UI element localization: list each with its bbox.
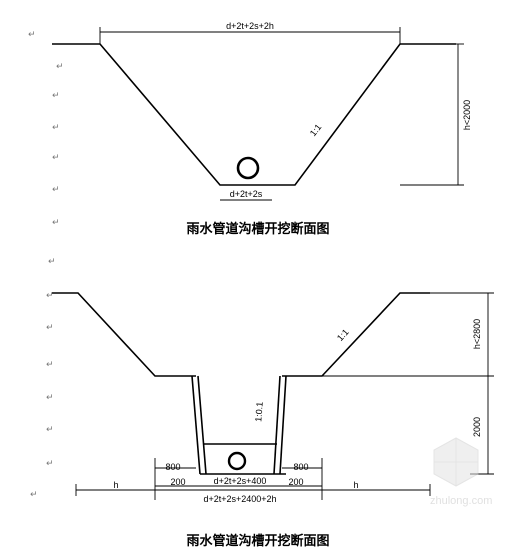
top-dimension-label: d+2t+2s+2h [226, 21, 274, 31]
paragraph-mark: ↵ [46, 459, 54, 469]
bottom-dimension-label: d+2t+2s+400 [214, 476, 267, 486]
paragraph-mark: ↵ [30, 490, 38, 500]
paragraph-mark: ↵ [52, 91, 60, 101]
lower-wall-left-inner [197, 375, 207, 475]
paragraph-mark: ↵ [46, 291, 54, 301]
paragraph-mark: ↵ [28, 30, 36, 40]
bench-800-right: 800 [293, 462, 308, 472]
h-left-label: h [113, 480, 118, 490]
paragraph-mark: ↵ [52, 153, 60, 163]
slope-label: 1:1 [308, 122, 324, 138]
offset-200-right: 200 [288, 477, 303, 487]
lower-wall-left [191, 375, 201, 475]
figure2-caption: 雨水管道沟槽开挖断面图 [186, 533, 329, 549]
bottom-dimension-label: d+2t+2s [230, 189, 263, 199]
lower-slope-label: 1:0.1 [253, 401, 264, 422]
figure1-trench: d+2t+2s+2h h<2000 1:1 d+2t+2s 雨水管道沟槽开挖断面… [52, 21, 472, 237]
trench-profile [52, 43, 456, 186]
watermark: zhulong.com [430, 437, 492, 507]
paragraph-mark: ↵ [46, 360, 54, 370]
lower-wall-right-inner [273, 375, 281, 475]
paragraph-mark: ↵ [48, 257, 56, 267]
upper-slope-label: 1:1 [335, 327, 351, 343]
upper-depth-label: h<2800 [472, 319, 482, 349]
lower-depth-label: 2000 [472, 417, 482, 437]
paragraph-mark: ↵ [46, 393, 54, 403]
h-right-label: h [353, 480, 358, 490]
paragraph-mark: ↵ [52, 185, 60, 195]
upper-profile-left [52, 292, 196, 377]
figure1-caption: 雨水管道沟槽开挖断面图 [186, 221, 329, 237]
pipe-icon [236, 156, 260, 180]
offset-200-left: 200 [170, 477, 185, 487]
paragraph-mark: ↵ [46, 425, 54, 435]
bench-800-left: 800 [165, 462, 180, 472]
paragraph-mark: ↵ [52, 218, 60, 228]
lower-wall-right [279, 375, 287, 475]
paragraph-mark: ↵ [52, 123, 60, 133]
depth-dimension-label: h<2000 [462, 100, 472, 130]
upper-profile-right [282, 292, 430, 377]
paragraph-mark: ↵ [56, 62, 64, 72]
watermark-text: zhulong.com [430, 495, 492, 507]
overall-dimension-label: d+2t+2s+2400+2h [203, 494, 276, 504]
paragraph-marks: ↵ ↵ ↵ ↵ ↵ ↵ ↵ ↵ ↵ ↵ ↵ ↵ ↵ ↵ ↵ [28, 30, 64, 500]
pipe-icon [227, 451, 247, 471]
paragraph-mark: ↵ [46, 323, 54, 333]
figure2-trench: h<2800 2000 1:1 1:0.1 800 800 200 d+2t+2… [52, 292, 494, 549]
